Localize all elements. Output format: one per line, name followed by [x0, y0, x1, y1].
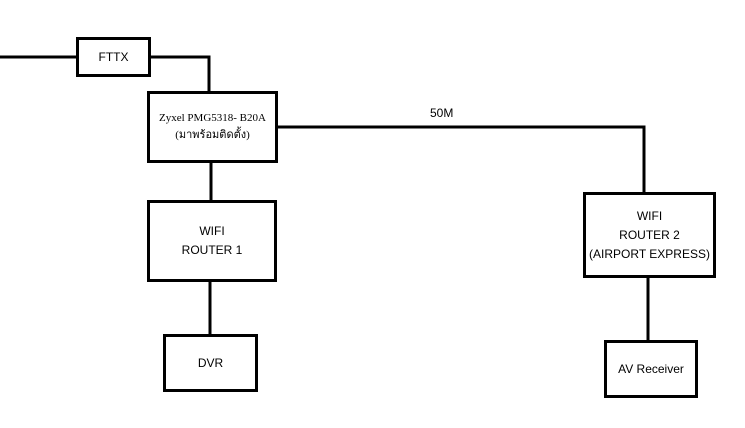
router1-line1: WIFI [199, 224, 225, 238]
modem-to-router2-line [277, 125, 646, 194]
av-receiver-node: AV Receiver [604, 340, 698, 398]
fttx-label: FTTX [98, 49, 129, 64]
av-receiver-label: AV Receiver [618, 361, 684, 376]
modem-note-label: (มาพร้อมติดตั้ง) [175, 129, 250, 141]
router2-line1: WIFI [636, 208, 663, 223]
router2-line3: (AIRPORT EXPRESS) [589, 246, 710, 261]
dvr-node: DVR [163, 334, 258, 392]
modem-model-label: Zyxel PMG5318- B20A [159, 112, 266, 124]
router1-line2: ROUTER 1 [181, 243, 243, 257]
fttx-to-modem-line [150, 55, 211, 93]
modem-node: Zyxel PMG5318- B20A (มาพร้อมติดตั้ง) [147, 91, 278, 163]
dvr-label: DVR [197, 355, 224, 370]
router1-node: WIFI ROUTER 1 [147, 200, 277, 282]
router2-node: WIFI ROUTER 2 (AIRPORT EXPRESS) [583, 192, 716, 278]
link-speed-label: 50M [430, 106, 454, 120]
fttx-node: FTTX [76, 37, 151, 77]
router2-line2: ROUTER 2 [619, 227, 680, 242]
